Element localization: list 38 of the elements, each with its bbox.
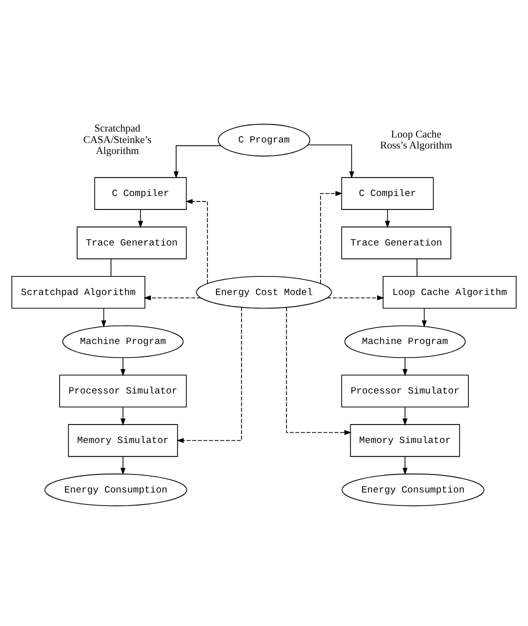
node-box: C Compiler <box>341 177 434 210</box>
arrow <box>402 357 408 376</box>
node-box: Trace Generation <box>341 226 452 260</box>
arrow <box>101 308 106 328</box>
node-box: Scratchpad Algorithm <box>11 276 146 309</box>
node-box: Processor Simulator <box>341 374 469 408</box>
arrow <box>176 306 242 443</box>
node-box: Processor Simulator <box>59 374 187 408</box>
arrow <box>120 456 126 476</box>
node-ellipse: Machine Program <box>344 325 466 358</box>
arrow <box>144 295 202 300</box>
arrow <box>326 295 384 300</box>
arrow <box>402 456 408 476</box>
arrow <box>422 308 427 328</box>
arrow <box>384 209 390 228</box>
connector <box>416 258 418 277</box>
node-ellipse: Machine Program <box>62 325 184 358</box>
arrow <box>320 190 343 284</box>
node-ellipse: Energy Consumption <box>342 474 484 506</box>
node-box: Trace Generation <box>76 226 187 260</box>
arrow <box>174 145 222 178</box>
arrow <box>120 357 126 376</box>
node-box: Memory Simulator <box>68 424 178 457</box>
arrow <box>185 198 208 284</box>
node-box: Loop Cache Algorithm <box>382 276 517 309</box>
node-box: Memory Simulator <box>350 424 460 457</box>
arrow <box>120 406 126 426</box>
node-ellipse: Energy Consumption <box>44 474 188 506</box>
node-ellipse: Energy Cost Model <box>196 276 332 309</box>
connector <box>110 258 112 277</box>
arrow <box>402 406 408 426</box>
arrow <box>286 307 352 436</box>
arrow <box>138 209 144 228</box>
node-ellipse: C Program <box>218 124 310 156</box>
label: Scratchpad CASA/Steinke’s Algorithm <box>83 124 152 157</box>
node-box: C Compiler <box>94 177 187 210</box>
arrow <box>307 144 354 178</box>
label: Loop Cache Ross’s Algorithm <box>380 129 452 152</box>
